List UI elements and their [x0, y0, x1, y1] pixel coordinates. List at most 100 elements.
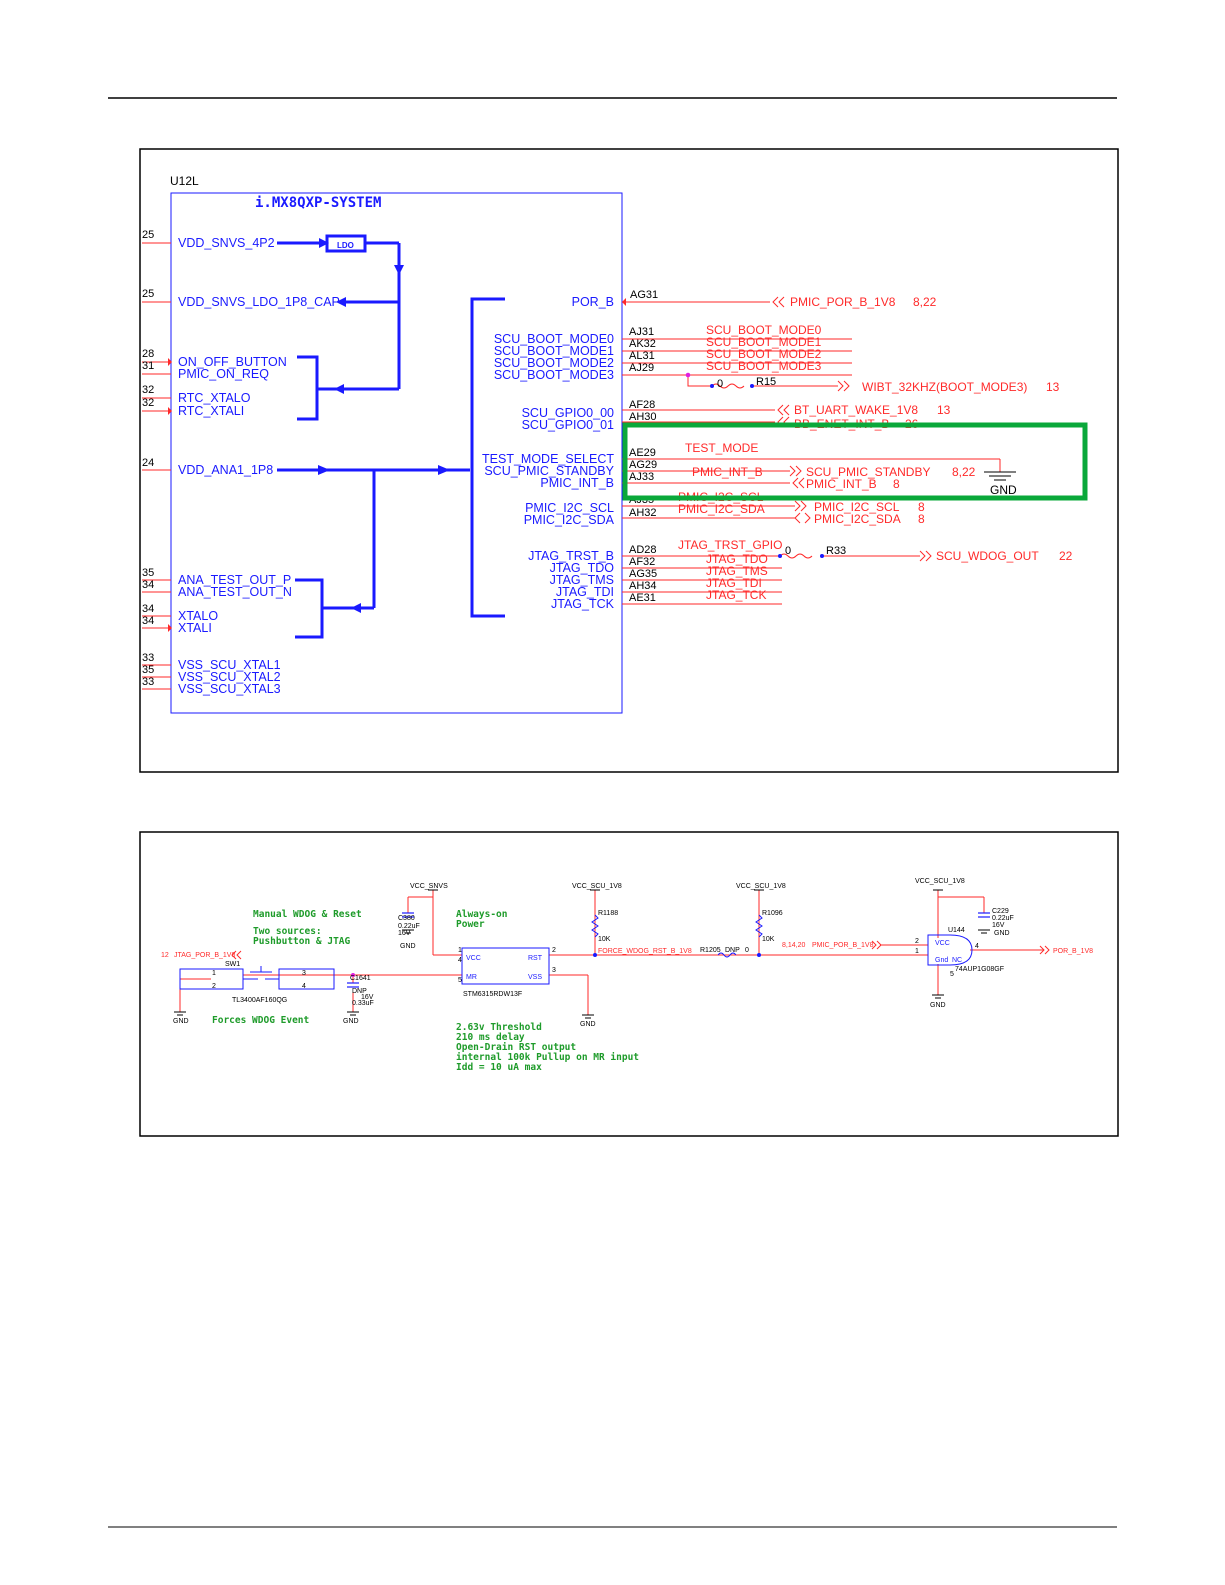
left-pin-label: RTC_XTALO: [178, 391, 251, 405]
resistor-ref: R33: [826, 545, 846, 557]
ic-pin: RST: [528, 955, 543, 962]
right-pin-label: TEST_MODE_SELECT: [482, 452, 614, 466]
power-label: VCC_SCU_1V8: [915, 878, 965, 885]
net-label: JTAG_TRST_GPIO: [678, 538, 782, 552]
switch-ref: SW1: [225, 961, 240, 968]
note-text: Always-on: [456, 909, 507, 920]
net-ref: 8: [918, 512, 925, 526]
net-label: JTAG_TDO: [706, 552, 768, 566]
highlight-box: [622, 422, 1088, 501]
net-label: JTAG_TDI: [706, 576, 762, 590]
power-label: VCC_SNVS: [410, 883, 448, 890]
cap-dnp: DNP: [352, 988, 367, 995]
pin-number: 1: [212, 970, 216, 977]
left-ball: 28: [142, 348, 154, 360]
power-label: VCC_SCU_1V8: [572, 883, 622, 890]
net-label: POR_B_1V8: [1053, 948, 1093, 955]
ic-pin: VSS: [528, 974, 542, 981]
right-ball: AG35: [629, 568, 657, 580]
left-ball: 24: [142, 457, 154, 469]
gnd-label: GND: [173, 1018, 189, 1025]
right-ball: AE31: [629, 592, 656, 604]
right-pin-label: SCU_BOOT_MODE2: [494, 356, 614, 370]
note-text: Manual WDOG & Reset: [253, 909, 362, 920]
left-ball: 34: [142, 603, 154, 615]
note-text: Idd = 10 uA max: [456, 1062, 542, 1073]
gate-part: 74AUP1G08GF: [955, 966, 1004, 973]
left-ball: 32: [142, 384, 154, 396]
gnd-label: GND: [990, 483, 1017, 497]
gnd-label: GND: [930, 1002, 946, 1009]
net-label: PMIC_INT_B: [692, 465, 763, 479]
net-label: PMIC_POR_B_1V8: [812, 942, 874, 949]
note-text: Two sources:: [253, 926, 322, 937]
resistor-value: 0: [717, 378, 723, 390]
left-pin-label: VSS_SCU_XTAL1: [178, 658, 281, 672]
cap-ref: C380: [398, 915, 415, 922]
chip-ref: U12L: [170, 174, 199, 188]
net-ref: 8,22: [952, 465, 976, 479]
net-ref: 8,14,20: [782, 942, 805, 949]
gnd-label: GND: [994, 930, 1010, 937]
pin-number: 5: [950, 971, 954, 978]
gate-pin: NC: [952, 957, 962, 964]
resistor-ref: R15: [756, 376, 776, 388]
chip-body: [170, 192, 623, 714]
left-pin-label: XTALO: [178, 609, 218, 623]
right-ball: AG31: [630, 289, 658, 301]
left-ball: 33: [142, 652, 154, 664]
net-label: PMIC_I2C_SDA: [678, 502, 765, 516]
right-pin-label: JTAG_TDI: [556, 585, 614, 599]
net-label: SCU_BOOT_MODE0: [706, 323, 822, 337]
cap-voltage: 16V: [398, 930, 411, 937]
right-pin-label: SCU_BOOT_MODE3: [494, 368, 614, 382]
left-ball: 33: [142, 676, 154, 688]
ic-pin: VCC: [466, 955, 481, 962]
resistor-value: 0: [785, 545, 791, 557]
net-label: PMIC_POR_B_1V8: [790, 295, 896, 309]
left-pin-label: VDD_SNVS_4P2: [178, 236, 275, 250]
left-ball: 32: [142, 397, 154, 409]
left-pin-label: ON_OFF_BUTTON: [178, 355, 287, 369]
cap-value: 0.22uF: [992, 915, 1014, 922]
supervisor-ic: [461, 947, 550, 985]
right-ball: AL31: [629, 350, 655, 362]
pin-number: 4: [458, 957, 462, 964]
ldo-label: LDO: [337, 241, 354, 250]
net-label: SCU_WDOG_OUT: [936, 549, 1039, 563]
net-label: FORCE_WDOG_RST_B_1V8: [598, 948, 692, 955]
note-text: Power: [456, 919, 485, 930]
pin-number: 4: [302, 983, 306, 990]
left-pin-label: VSS_SCU_XTAL3: [178, 682, 281, 696]
power-label: VCC_SCU_1V8: [736, 883, 786, 890]
net-label: SCU_PMIC_STANDBY: [806, 465, 930, 479]
pin-number: 1: [915, 948, 919, 955]
right-ball: AH30: [629, 411, 657, 423]
pin-number: 4: [975, 943, 979, 950]
right-pin-label: SCU_GPIO0_01: [522, 418, 614, 432]
right-pin-label: JTAG_TDO: [550, 561, 615, 575]
gnd-label: GND: [400, 943, 416, 950]
right-ball: AJ29: [629, 362, 654, 374]
resistor-value: 10K: [598, 936, 611, 943]
left-pin-label: ANA_TEST_OUT_N: [178, 585, 292, 599]
net-label: SCU_BOOT_MODE1: [706, 335, 822, 349]
right-ball: AE29: [629, 447, 656, 459]
net-label: BT_UART_WAKE_1V8: [794, 403, 918, 417]
left-ball: 35: [142, 664, 154, 676]
note-text: Pushbutton & JTAG: [253, 936, 351, 947]
resistor-ref: R1096: [762, 910, 783, 917]
cap-ref: C1641: [350, 975, 371, 982]
right-ball: AJ33: [629, 471, 654, 483]
pin-number: 3: [302, 970, 306, 977]
left-ball: 31: [142, 360, 154, 372]
pin-number: 2: [212, 983, 216, 990]
right-pin-label: JTAG_TMS: [550, 573, 614, 587]
gate-ref: U144: [948, 927, 965, 934]
right-pin-label: JTAG_TRST_B: [528, 549, 614, 563]
gnd-label: GND: [343, 1018, 359, 1025]
left-pin-label: XTALI: [178, 621, 212, 635]
top-schematic-panel: U12L i.MX8QXP-SYSTEM 25 25 28: [139, 148, 1119, 773]
cap-voltage: 16V: [361, 994, 374, 1001]
